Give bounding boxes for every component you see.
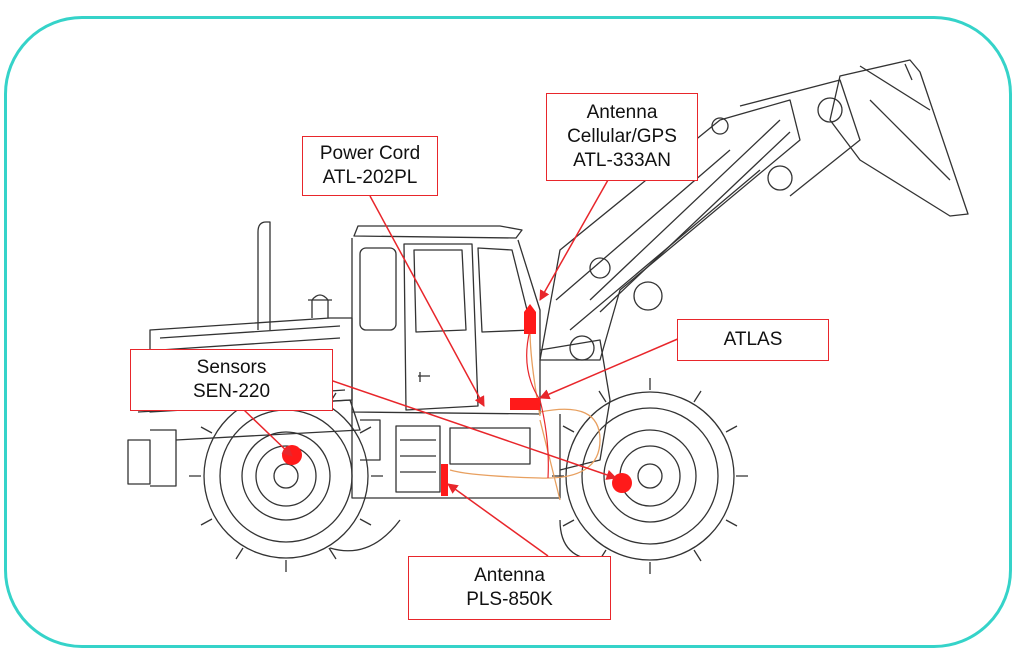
callout-power-cord-line2: ATL-202PL [322, 167, 418, 188]
callout-antenna-pls-line1: Antenna [474, 565, 545, 586]
callout-antenna-cellular-line2: Cellular/GPS [567, 126, 677, 147]
callout-sensors-line1: Sensors [196, 357, 267, 378]
leader-antenna-cellular [539, 179, 609, 301]
rear-bumper [127, 429, 177, 487]
leader-power-cord [369, 195, 485, 407]
leader-atlas [539, 337, 681, 400]
callout-antenna-cellular-line3: ATL-333AN [573, 150, 671, 171]
callout-antenna-cellular-line1: Antenna [586, 102, 658, 123]
bucket [829, 59, 969, 217]
lift-cylinder [589, 119, 791, 313]
callout-atlas: ATLAS [677, 319, 829, 361]
callout-antenna-cellular: Antenna Cellular/GPS ATL-333AN [546, 93, 698, 181]
callout-sensors-line2: SEN-220 [192, 381, 271, 402]
wiring-harness [449, 329, 601, 501]
atlas-device [510, 398, 540, 410]
callout-sensors: Sensors SEN-220 [130, 349, 333, 411]
front-wheel [552, 378, 748, 574]
callout-antenna-pls: Antenna PLS-850K [408, 556, 611, 620]
air-cleaner [308, 294, 332, 318]
callout-atlas-line1: ATLAS [723, 329, 783, 350]
antenna-pls-device [441, 464, 448, 496]
leader-sensor-front [329, 379, 617, 480]
leader-sensor-rear [243, 409, 293, 457]
lower-frame [351, 412, 561, 499]
antenna-cellular-device [524, 304, 536, 334]
callout-power-cord: Power Cord ATL-202PL [302, 136, 438, 196]
cab [353, 225, 523, 239]
front-tire-tread [552, 378, 748, 574]
loader-arm [539, 99, 801, 361]
callout-power-cord-line1: Power Cord [319, 143, 421, 164]
cab-window-rear [359, 247, 397, 331]
callout-antenna-pls-line2: PLS-850K [466, 589, 553, 610]
front-wheel-sensor [612, 473, 632, 493]
rounded-frame [4, 16, 1012, 648]
leader-antenna-pls [447, 483, 549, 557]
exhaust-stack [257, 221, 271, 330]
